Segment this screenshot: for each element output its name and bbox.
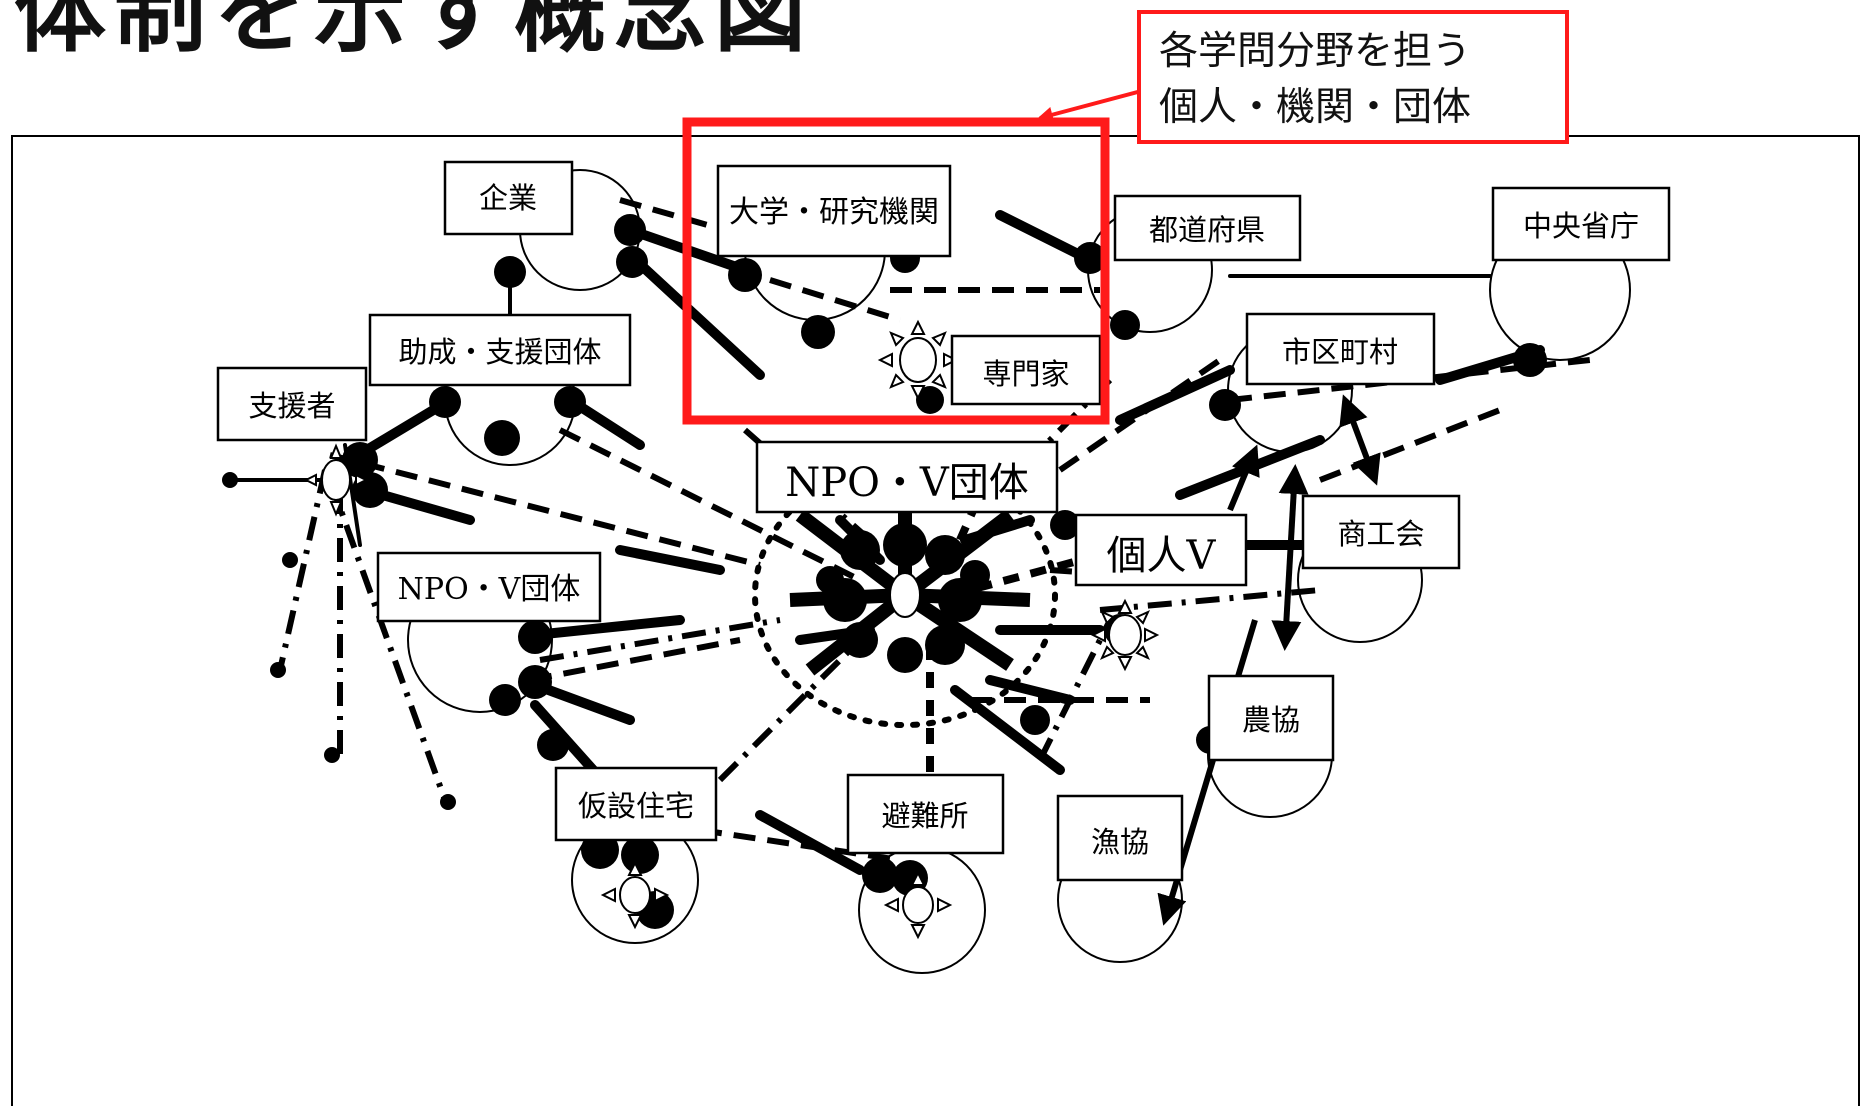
svg-text:避難所: 避難所	[881, 799, 968, 833]
svg-text:仮設住宅: 仮設住宅	[578, 789, 694, 823]
svg-text:専門家: 専門家	[982, 357, 1069, 391]
svg-text:支援者: 支援者	[248, 389, 335, 423]
node-hinanjo: 避難所	[846, 773, 1005, 855]
svg-text:都道府県: 都道府県	[1149, 213, 1265, 247]
svg-text:中央省庁: 中央省庁	[1523, 209, 1639, 243]
svg-text:企業: 企業	[479, 181, 537, 215]
svg-text:漁協: 漁協	[1091, 825, 1149, 859]
node-daigaku: 大学・研究機関	[716, 164, 952, 258]
node-shienja: 支援者	[216, 366, 368, 442]
slide-title: 体制を示す概念図	[14, 0, 815, 65]
svg-text:大学・研究機関: 大学・研究機関	[729, 195, 939, 230]
node-kojin-v: 個人V	[1074, 513, 1248, 587]
svg-text:農協: 農協	[1242, 703, 1300, 737]
center-rays	[789, 509, 1031, 676]
node-shokokai: 商工会	[1301, 494, 1461, 570]
node-labels: 企業 大学・研究機関 都道府県 中央省庁 助成・支援団体 支援者 専門家 市区	[216, 160, 1671, 882]
node-chuo: 中央省庁	[1491, 186, 1671, 262]
node-todofuken: 都道府県	[1113, 194, 1302, 262]
node-kasetsu: 仮設住宅	[554, 766, 718, 842]
node-nokyo: 農協	[1207, 674, 1335, 762]
highlight-box	[682, 117, 1110, 425]
sun-symbols	[303, 319, 1160, 940]
svg-text:助成・支援団体: 助成・支援団体	[398, 335, 601, 369]
node-josei: 助成・支援団体	[368, 313, 632, 387]
node-npo-center: NPO・V団体	[755, 440, 1059, 514]
svg-text:商工会: 商工会	[1337, 517, 1424, 551]
node-shikuchoson: 市区町村	[1245, 312, 1436, 386]
svg-text:NPO・V団体: NPO・V団体	[398, 572, 581, 607]
node-npo-left: NPO・V団体	[376, 551, 602, 623]
svg-text:市区町村: 市区町村	[1282, 335, 1398, 369]
node-senmonka: 専門家	[950, 334, 1102, 406]
callout-label: 各学問分野を担う 個人・機関・団体	[1137, 10, 1569, 144]
solid-links	[345, 210, 1545, 875]
node-kigyo: 企業	[443, 160, 574, 236]
callout-line-1: 各学問分野を担う	[1159, 29, 1472, 74]
center-spokes	[926, 448, 1102, 800]
callout-line-2: 個人・機関・団体	[1159, 85, 1472, 130]
node-gyokyo: 漁協	[1056, 794, 1184, 882]
svg-text:個人V: 個人V	[1107, 533, 1217, 579]
svg-text:NPO・V団体: NPO・V団体	[785, 460, 1029, 506]
